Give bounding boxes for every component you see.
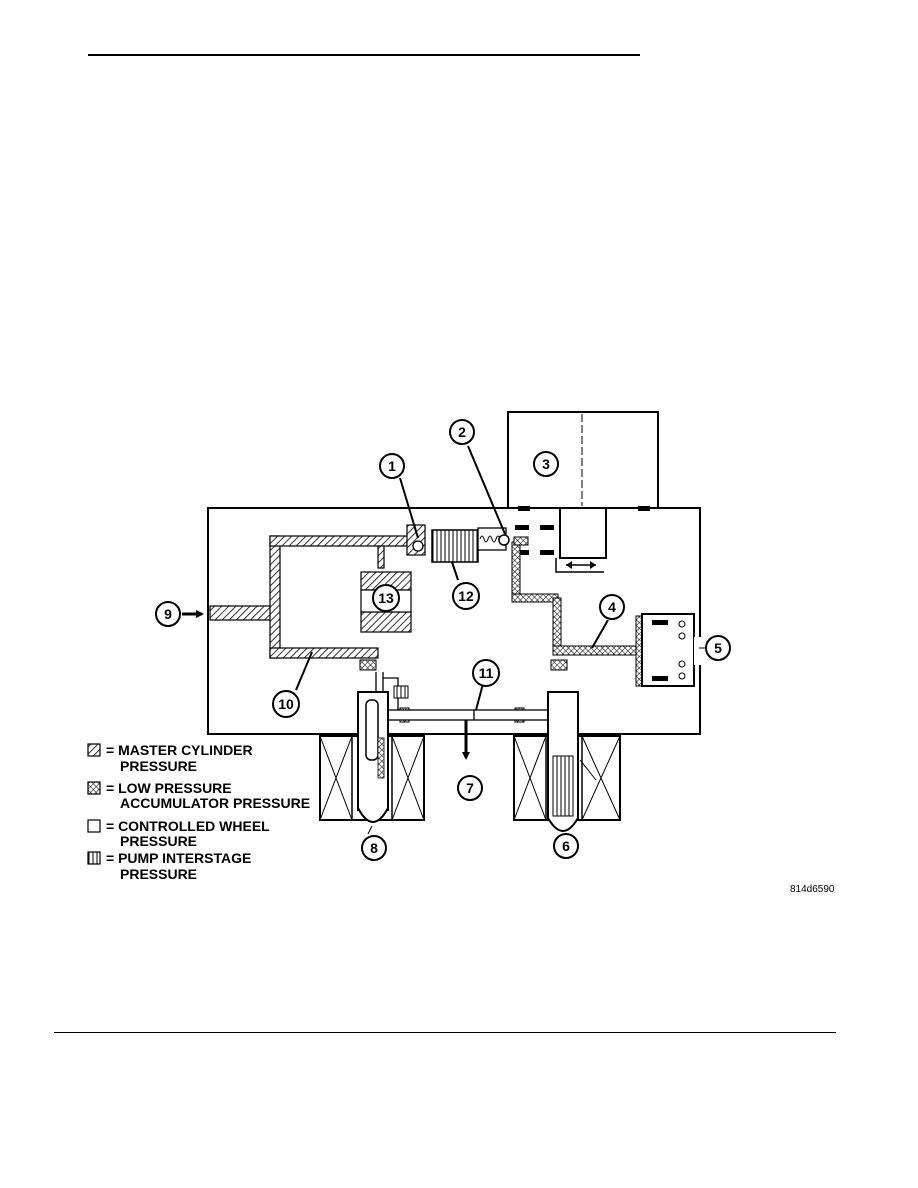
legend-master-line1: = MASTER CYLINDER <box>106 742 253 758</box>
callout-9-label: 9 <box>164 606 172 622</box>
callout-11-label: 11 <box>479 665 494 681</box>
callout-12: 12 <box>452 582 480 610</box>
solenoid-valve-8 <box>319 691 425 823</box>
legend: = MASTER CYLINDER PRESSURE = LOW PRESSUR… <box>87 742 310 882</box>
callout-5: 5 <box>705 635 731 661</box>
legend-swatch-wheel <box>87 819 101 833</box>
callout-2: 2 <box>449 419 475 445</box>
legend-low-line1: = LOW PRESSURE <box>106 780 232 796</box>
callout-10-label: 10 <box>278 696 294 712</box>
footer-rule <box>54 1032 836 1033</box>
callout-2-label: 2 <box>458 424 466 440</box>
callout-3: 3 <box>533 451 559 477</box>
legend-swatch-master <box>87 743 101 757</box>
callout-4: 4 <box>599 594 625 620</box>
callout-10: 10 <box>272 690 300 718</box>
wheel-cylinder <box>641 613 695 687</box>
solenoid-valve-6 <box>513 691 621 832</box>
legend-swatch-low <box>87 781 101 795</box>
legend-swatch-pump <box>87 851 101 865</box>
pump-motor <box>507 411 659 509</box>
legend-low-line2: ACCUMULATOR PRESSURE <box>120 795 310 811</box>
figure-code: 814d6590 <box>790 884 835 895</box>
callout-1-label: 1 <box>388 458 396 474</box>
pump-piston <box>559 507 607 559</box>
legend-pump-line2: PRESSURE <box>120 866 197 882</box>
callout-3-label: 3 <box>542 456 550 472</box>
callout-8: 8 <box>361 835 387 861</box>
callout-6-label: 6 <box>562 838 570 854</box>
callout-8-label: 8 <box>370 840 378 856</box>
callout-7-label: 7 <box>466 780 474 796</box>
callout-13: 13 <box>372 584 400 612</box>
callout-4-label: 4 <box>608 599 616 615</box>
legend-wheel-line1: = CONTROLLED WHEEL <box>106 818 270 834</box>
master-cylinder-circuit <box>209 524 426 659</box>
header-rule <box>88 54 640 56</box>
pump-interstage <box>431 529 479 563</box>
callout-1: 1 <box>379 453 405 479</box>
legend-pump-line1: = PUMP INTERSTAGE <box>106 850 251 866</box>
callout-12-label: 12 <box>458 588 474 604</box>
callout-7: 7 <box>457 775 483 801</box>
legend-wheel-line2: PRESSURE <box>120 833 197 849</box>
callout-13-label: 13 <box>378 590 394 606</box>
callout-9: 9 <box>155 601 181 627</box>
callout-6: 6 <box>553 833 579 859</box>
callout-5-label: 5 <box>714 640 722 656</box>
legend-master-line2: PRESSURE <box>120 758 197 774</box>
callout-11: 11 <box>472 659 500 687</box>
